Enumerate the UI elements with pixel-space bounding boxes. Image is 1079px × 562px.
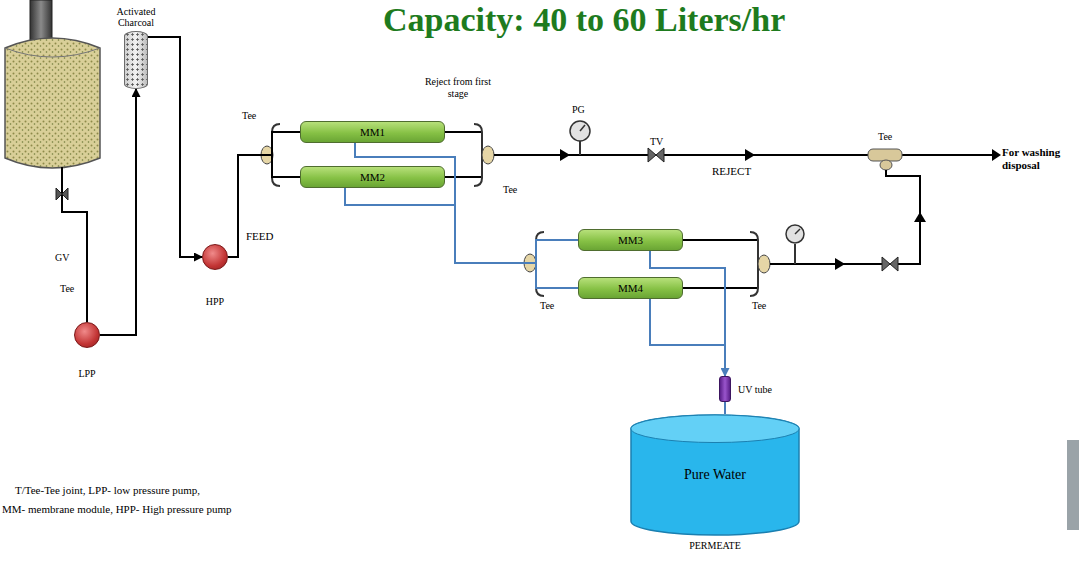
pressure-gauge [786,225,804,264]
membrane-module: MM3 [578,229,683,251]
pump-symbol [202,244,228,270]
charcoal-cylinder [124,31,148,89]
throttle-valve [648,148,664,162]
sand-filter-tank [5,48,100,57]
membrane-module: MM2 [300,166,445,188]
text-label: GV [55,252,69,264]
text-label: REJECT [712,165,751,178]
text-label: Tee [540,300,554,312]
pump-symbol [74,322,100,348]
reject-piping [683,239,758,241]
text-label: For washing disposal [1002,146,1076,171]
permeate-line [345,188,578,288]
uv-tube-symbol [719,376,731,402]
reject-piping [770,170,920,264]
tee-joint [536,232,544,296]
text-label: FEED [246,230,274,243]
pressure-gauge [795,229,800,234]
text-label: Tee [503,184,517,196]
tank-body: Pure Water [630,414,800,536]
text-label: Tee [242,110,256,122]
throttle-valve [882,257,898,271]
reject-piping [835,258,845,270]
module-label: MM2 [360,171,385,183]
photo-fragment [1067,440,1079,530]
module-label: MM3 [618,234,643,246]
diagram-title: Capacity: 40 to 60 Liters/hr [383,0,785,39]
membrane-module: MM4 [578,277,683,299]
tee-joint [868,149,902,161]
pressure-gauge [570,121,590,155]
tank-outline [631,415,799,443]
text-label: PG [572,104,585,116]
text-label: MM- membrane module, HPP- High pressure … [2,503,231,516]
feed-line [228,132,300,257]
throttle-valve [882,257,898,271]
feed-line [228,155,300,257]
reject-piping [745,149,755,161]
permeate-line [355,143,578,288]
gravity-line [56,167,87,322]
text-label: T/Tee-Tee joint, LPP- low pressure pump, [15,484,200,497]
pump-label: LPP [70,368,104,379]
reject-piping [482,146,494,164]
tank-label: PERMEATE [630,540,800,551]
tee-joint [880,160,892,170]
membrane-module: MM1 [300,121,445,143]
pump: LPP [70,322,104,379]
tee-joint [868,149,902,170]
reject-piping [914,212,926,222]
pump-label: HPP [198,296,232,307]
charcoal-column: Activated Charcoal [108,6,164,89]
pressure-gauge [579,141,581,155]
reject-piping [750,232,758,296]
text-label: Reject from first stage [418,76,498,99]
text-label: Tee [60,283,74,295]
uv-label: UV tube [738,384,772,395]
uv-unit: UV tube [719,376,772,402]
sand-filter-tank [5,38,100,168]
tank-text: Pure Water [684,467,746,483]
pressure-gauge [570,121,590,141]
reject-piping [474,124,482,186]
tank-outline [631,415,799,535]
permeate-line [650,299,725,376]
gravity-line [56,188,68,200]
reject-piping [445,131,482,133]
storage-tank: Pure WaterPERMEATE [630,414,800,551]
pump: HPP [198,244,232,307]
text-label: Tee [752,300,766,312]
column-label: Activated Charcoal [108,6,164,28]
permeate-line [650,251,725,376]
feed-line [100,89,136,335]
module-label: MM4 [618,282,643,294]
feed-line [148,37,202,257]
module-label: MM1 [360,126,385,138]
photo-fragment [1067,440,1079,530]
sand-filter-tank [5,38,100,168]
throttle-valve [648,148,664,162]
reject-piping [758,255,770,273]
pressure-gauge [794,244,796,264]
reject-piping [992,149,1001,161]
permeate-line [345,188,578,263]
reject-piping [445,176,482,178]
pressure-gauge [786,225,804,243]
reject-piping [560,149,570,161]
text-label: Tee [878,131,892,143]
pressure-gauge [580,125,585,131]
permeate-line [724,402,726,414]
reject-piping [683,287,758,289]
reject-piping [683,170,926,296]
permeate-line [355,143,578,263]
text-label: TV [650,136,663,148]
